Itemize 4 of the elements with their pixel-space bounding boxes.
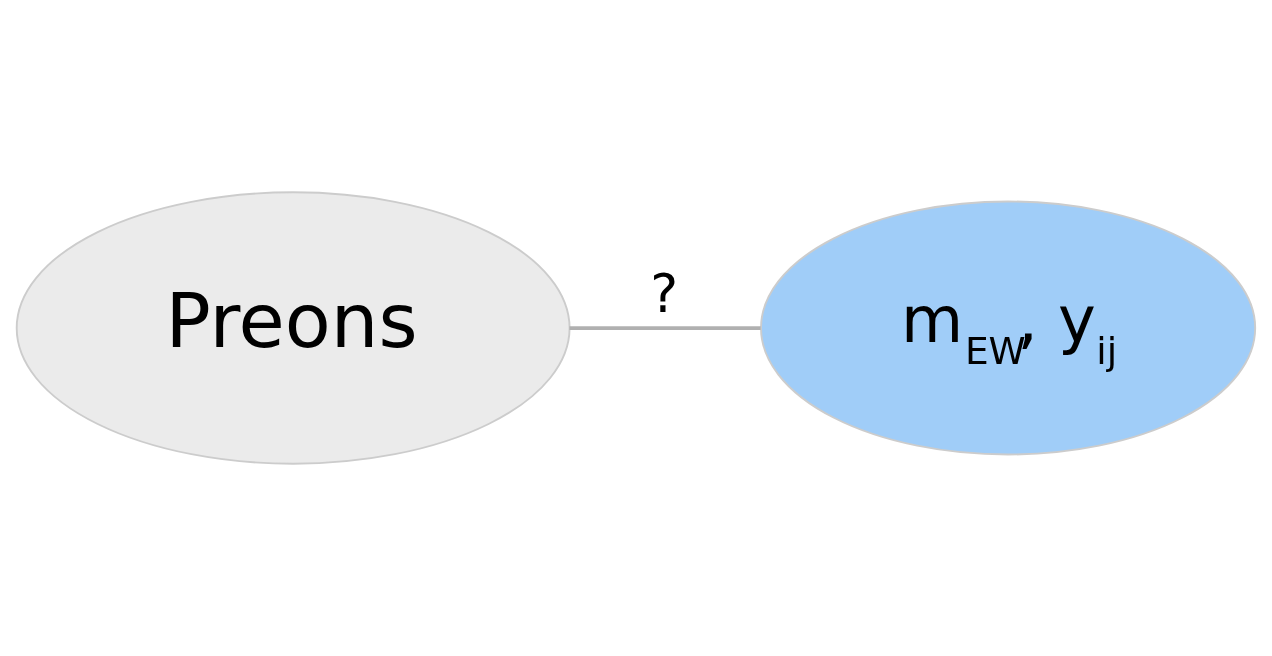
node-ellipse: m$_{EW}$, y$_{ij}$ (760, 200, 1257, 456)
edge-label: ? (650, 262, 679, 324)
node-ellipse: Preons (15, 191, 571, 465)
connector (569, 326, 761, 330)
